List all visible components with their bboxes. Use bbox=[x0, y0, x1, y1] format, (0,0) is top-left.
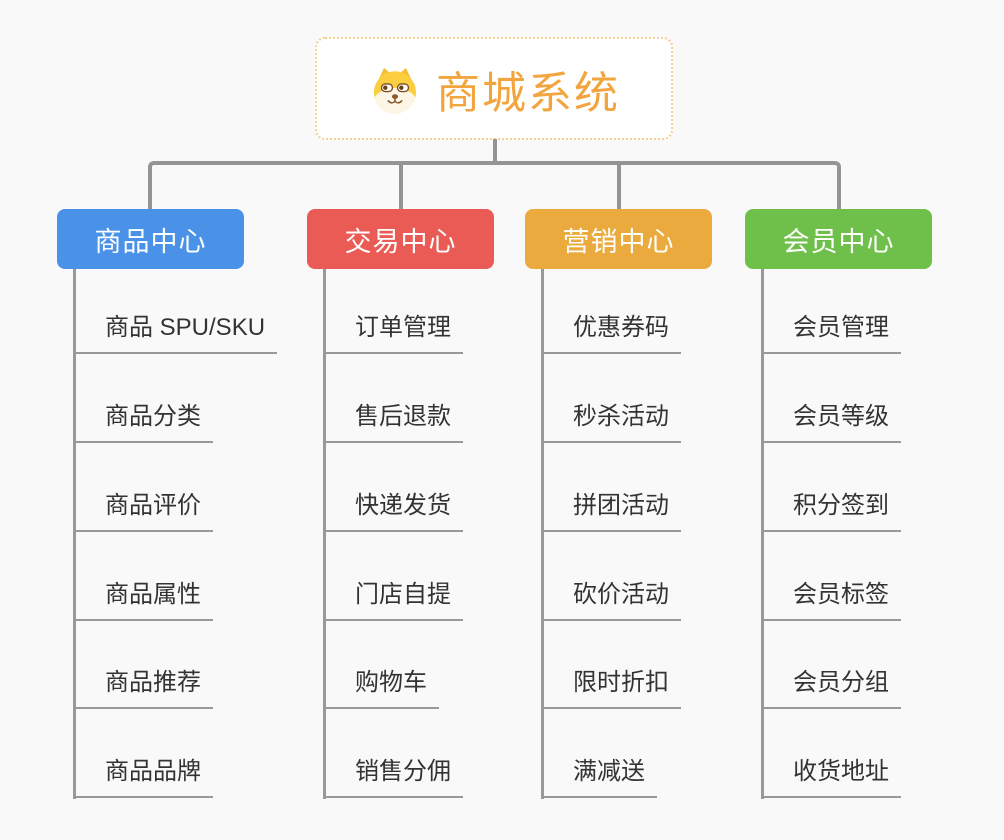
leaf-node[interactable]: 会员等级 bbox=[761, 400, 901, 443]
leaf-node[interactable]: 会员分组 bbox=[761, 666, 901, 709]
leaf-node[interactable]: 门店自提 bbox=[323, 578, 463, 621]
leaf-node[interactable]: 会员管理 bbox=[761, 311, 901, 354]
leaf-node[interactable]: 商品分类 bbox=[73, 400, 213, 443]
connector-drop-marketing bbox=[617, 161, 621, 210]
leaf-node[interactable]: 满减送 bbox=[541, 755, 657, 798]
root-node[interactable]: 商城系统 bbox=[315, 37, 673, 140]
leaf-node[interactable]: 购物车 bbox=[323, 666, 439, 709]
branch-column-marketing: 营销中心 优惠券码 秒杀活动 拼团活动 砍价活动 限时折扣 满减送 bbox=[525, 209, 712, 809]
leaf-node[interactable]: 商品 SPU/SKU bbox=[73, 311, 278, 354]
branch-column-member: 会员中心 会员管理 会员等级 积分签到 会员标签 会员分组 收货地址 bbox=[745, 209, 932, 809]
leaf-node[interactable]: 会员标签 bbox=[761, 578, 901, 621]
leaf-node[interactable]: 秒杀活动 bbox=[541, 400, 681, 443]
connector-drop-trade bbox=[399, 161, 403, 210]
leaf-node[interactable]: 商品品牌 bbox=[73, 755, 213, 798]
leaf-node[interactable]: 优惠券码 bbox=[541, 311, 681, 354]
leaf-node[interactable]: 限时折扣 bbox=[541, 666, 681, 709]
branch-node-member[interactable]: 会员中心 bbox=[745, 209, 932, 269]
leaf-node[interactable]: 商品推荐 bbox=[73, 666, 213, 709]
leaf-node[interactable]: 收货地址 bbox=[761, 755, 901, 798]
branch-node-marketing[interactable]: 营销中心 bbox=[525, 209, 712, 269]
branch-node-trade[interactable]: 交易中心 bbox=[307, 209, 494, 269]
branch-column-trade: 交易中心 订单管理 售后退款 快递发货 门店自提 购物车 销售分佣 bbox=[307, 209, 494, 809]
branch-node-product[interactable]: 商品中心 bbox=[57, 209, 244, 269]
leaf-node[interactable]: 商品属性 bbox=[73, 578, 213, 621]
leaf-node[interactable]: 销售分佣 bbox=[323, 755, 463, 798]
dog-face-icon bbox=[373, 67, 417, 113]
leaf-node[interactable]: 砍价活动 bbox=[541, 578, 681, 621]
branch-column-product: 商品中心 商品 SPU/SKU 商品分类 商品评价 商品属性 商品推荐 商品品牌 bbox=[57, 209, 278, 809]
leaf-node[interactable]: 商品评价 bbox=[73, 489, 213, 532]
branch-trunk-line bbox=[73, 269, 76, 799]
leaf-node[interactable]: 拼团活动 bbox=[541, 489, 681, 532]
connector-root-stem bbox=[493, 139, 497, 165]
branch-trunk-line bbox=[323, 269, 326, 799]
branch-trunk-line bbox=[541, 269, 544, 799]
leaf-node[interactable]: 订单管理 bbox=[323, 311, 463, 354]
connector-bus bbox=[148, 161, 841, 210]
leaf-node[interactable]: 积分签到 bbox=[761, 489, 901, 532]
root-title: 商城系统 bbox=[436, 68, 620, 118]
branch-trunk-line bbox=[761, 269, 764, 799]
leaf-node[interactable]: 快递发货 bbox=[323, 489, 463, 532]
leaf-node[interactable]: 售后退款 bbox=[323, 400, 463, 443]
